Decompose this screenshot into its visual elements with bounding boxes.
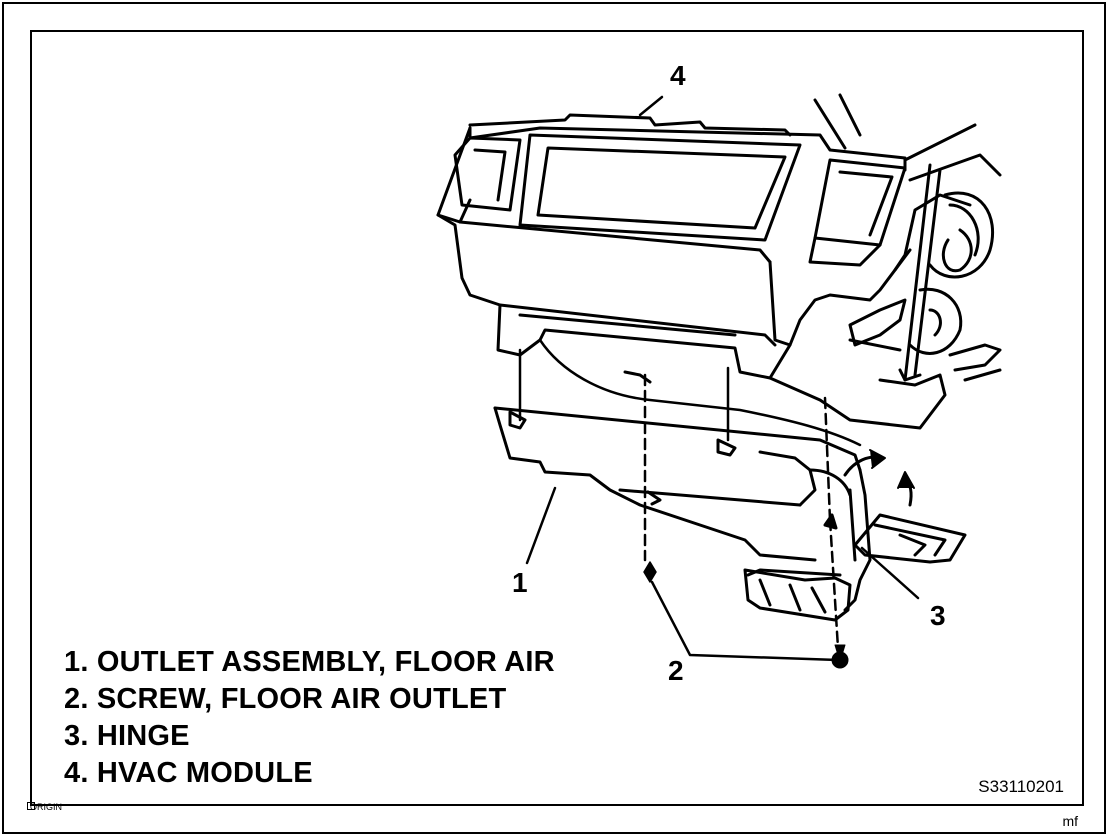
- legend-item: 2. SCREW, FLOOR AIR OUTLET: [64, 683, 507, 715]
- alignment-lines: [518, 348, 840, 650]
- hvac-module: [436, 113, 912, 380]
- parts-legend: 1. OUTLET ASSEMBLY, FLOOR AIR 2. SCREW, …: [64, 644, 555, 792]
- inner-border: [30, 30, 1084, 806]
- legend-item: 4. HVAC MODULE: [64, 757, 313, 789]
- legend-item: 1. OUTLET ASSEMBLY, FLOOR AIR: [64, 646, 555, 678]
- initials: mf: [1062, 813, 1078, 829]
- figure-code: S33110201: [978, 777, 1064, 796]
- rotation-arrows: [843, 449, 915, 507]
- background-structure: [768, 93, 1002, 430]
- callout-3: 3: [930, 600, 946, 631]
- callout-4: 4: [670, 60, 686, 91]
- callout-1: 1: [512, 567, 528, 598]
- origin-label: ORIGIN: [30, 802, 63, 812]
- floor-air-outlet-assembly: [493, 406, 967, 622]
- legend-item: 3. HINGE: [64, 720, 190, 752]
- outlet-rear-edge: [538, 338, 862, 447]
- origin-icon: [27, 802, 35, 810]
- callout-2: 2: [668, 655, 684, 686]
- leader-lines: [525, 95, 920, 662]
